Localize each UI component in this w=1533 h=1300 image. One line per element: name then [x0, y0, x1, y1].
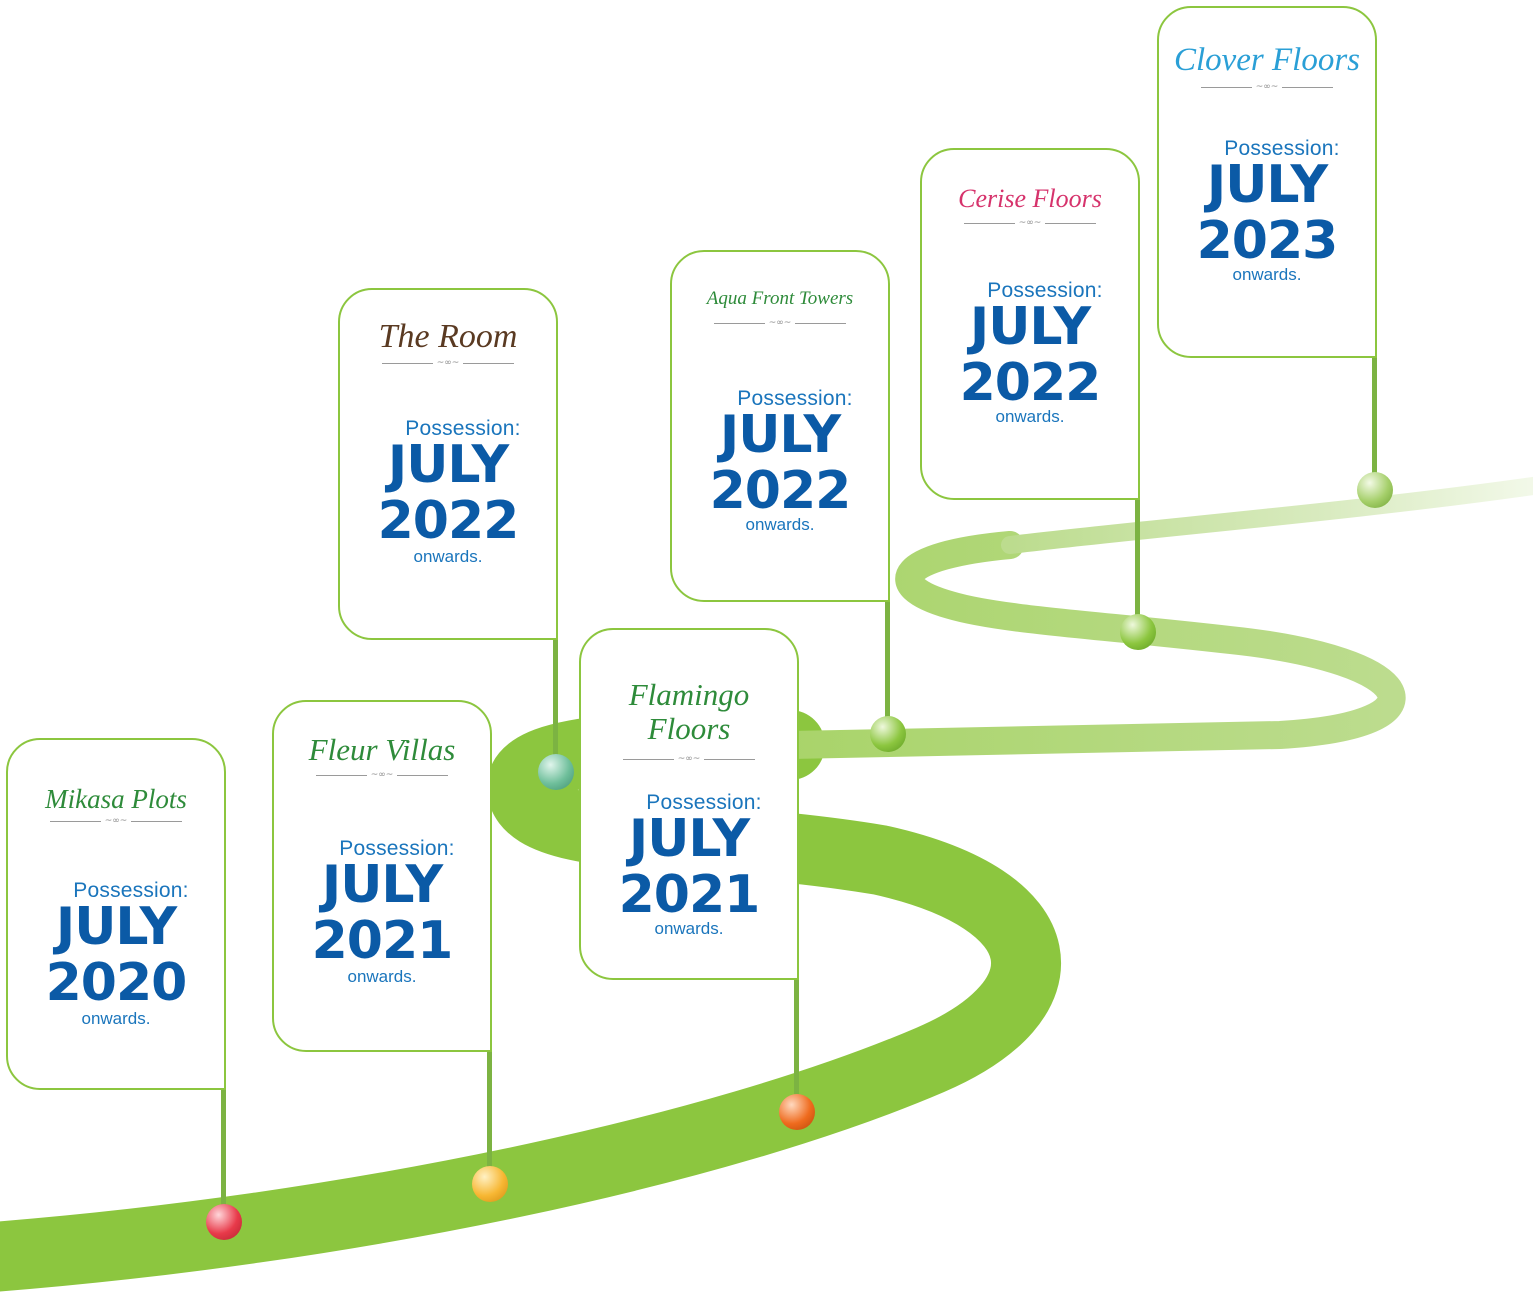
project-logo: Cerise Floors [958, 184, 1102, 213]
flag-pole [553, 638, 558, 758]
possession-suffix: onwards. [413, 547, 483, 566]
milestone-marker [1357, 472, 1393, 508]
possession-label: Possession: [73, 879, 189, 902]
project-logo: Clover Floors [1173, 42, 1361, 78]
possession-year: 2023 [1196, 211, 1339, 271]
milestone-marker [206, 1204, 242, 1240]
logo-flourish: ~∞~ [316, 770, 448, 780]
possession-year: 2021 [618, 865, 761, 925]
milestone-marker [538, 754, 574, 790]
possession-label: Possession: [737, 387, 853, 410]
flag-pole [794, 978, 799, 1094]
milestone-card-fleur-villas: Fleur Villas ~∞~ Possession: JULY 2021 o… [272, 700, 492, 1052]
milestone-card-mikasa-plots: Mikasa Plots ~∞~ Possession: JULY 2020 o… [6, 738, 226, 1090]
possession-year: 2022 [709, 461, 852, 521]
milestone-card-the-room: The Room ~∞~ Possession: JULY 2022 onwar… [338, 288, 558, 640]
flag-pole [221, 1088, 226, 1216]
logo-flourish: ~∞~ [382, 358, 514, 368]
possession-year: 2022 [377, 491, 520, 551]
logo-flourish: ~∞~ [623, 754, 755, 764]
milestone-card-clover-floors: Clover Floors ~∞~ Possession: JULY 2023 … [1157, 6, 1377, 358]
possession-suffix: onwards. [81, 1009, 151, 1028]
flag-pole [885, 600, 890, 718]
possession-year: 2022 [959, 353, 1102, 413]
possession-label: Possession: [646, 791, 762, 814]
possession-suffix: onwards. [745, 515, 815, 534]
possession-year: 2021 [311, 911, 454, 971]
project-logo: Fleur Villas [308, 732, 456, 767]
possession-month: JULY [387, 435, 509, 495]
logo-flourish: ~∞~ [964, 218, 1096, 228]
possession-suffix: onwards. [1232, 265, 1302, 284]
possession-month: JULY [55, 897, 177, 957]
milestone-marker [870, 716, 906, 752]
flag-pole [1372, 356, 1377, 474]
possession-suffix: onwards. [654, 919, 724, 938]
possession-suffix: onwards. [347, 967, 417, 986]
flag-pole [487, 1050, 492, 1170]
logo-flourish: ~∞~ [714, 318, 846, 328]
possession-month: JULY [719, 405, 841, 465]
logo-flourish: ~∞~ [1201, 82, 1333, 92]
flag-pole [1135, 498, 1140, 616]
possession-month: JULY [969, 297, 1091, 357]
possession-label: Possession: [339, 837, 455, 860]
project-logo: The Room [378, 318, 518, 355]
road-segment-far [1001, 476, 1533, 554]
possession-label: Possession: [1224, 137, 1340, 160]
milestone-marker [1120, 614, 1156, 650]
possession-suffix: onwards. [995, 407, 1065, 426]
possession-label: Possession: [987, 279, 1103, 302]
project-logo: Aqua Front Towers [706, 288, 854, 309]
possession-month: JULY [628, 809, 750, 869]
milestone-marker [779, 1094, 815, 1130]
possession-month: JULY [1206, 155, 1328, 215]
project-logo: Mikasa Plots [45, 784, 187, 814]
possession-month: JULY [321, 855, 443, 915]
milestone-card-aqua-front-towers: Aqua Front Towers ~∞~ Possession: JULY 2… [670, 250, 890, 602]
milestone-marker [472, 1166, 508, 1202]
possession-year: 2020 [45, 953, 188, 1013]
logo-flourish: ~∞~ [50, 816, 182, 826]
possession-label: Possession: [405, 417, 521, 440]
milestone-card-cerise-floors: Cerise Floors ~∞~ Possession: JULY 2022 … [920, 148, 1140, 500]
